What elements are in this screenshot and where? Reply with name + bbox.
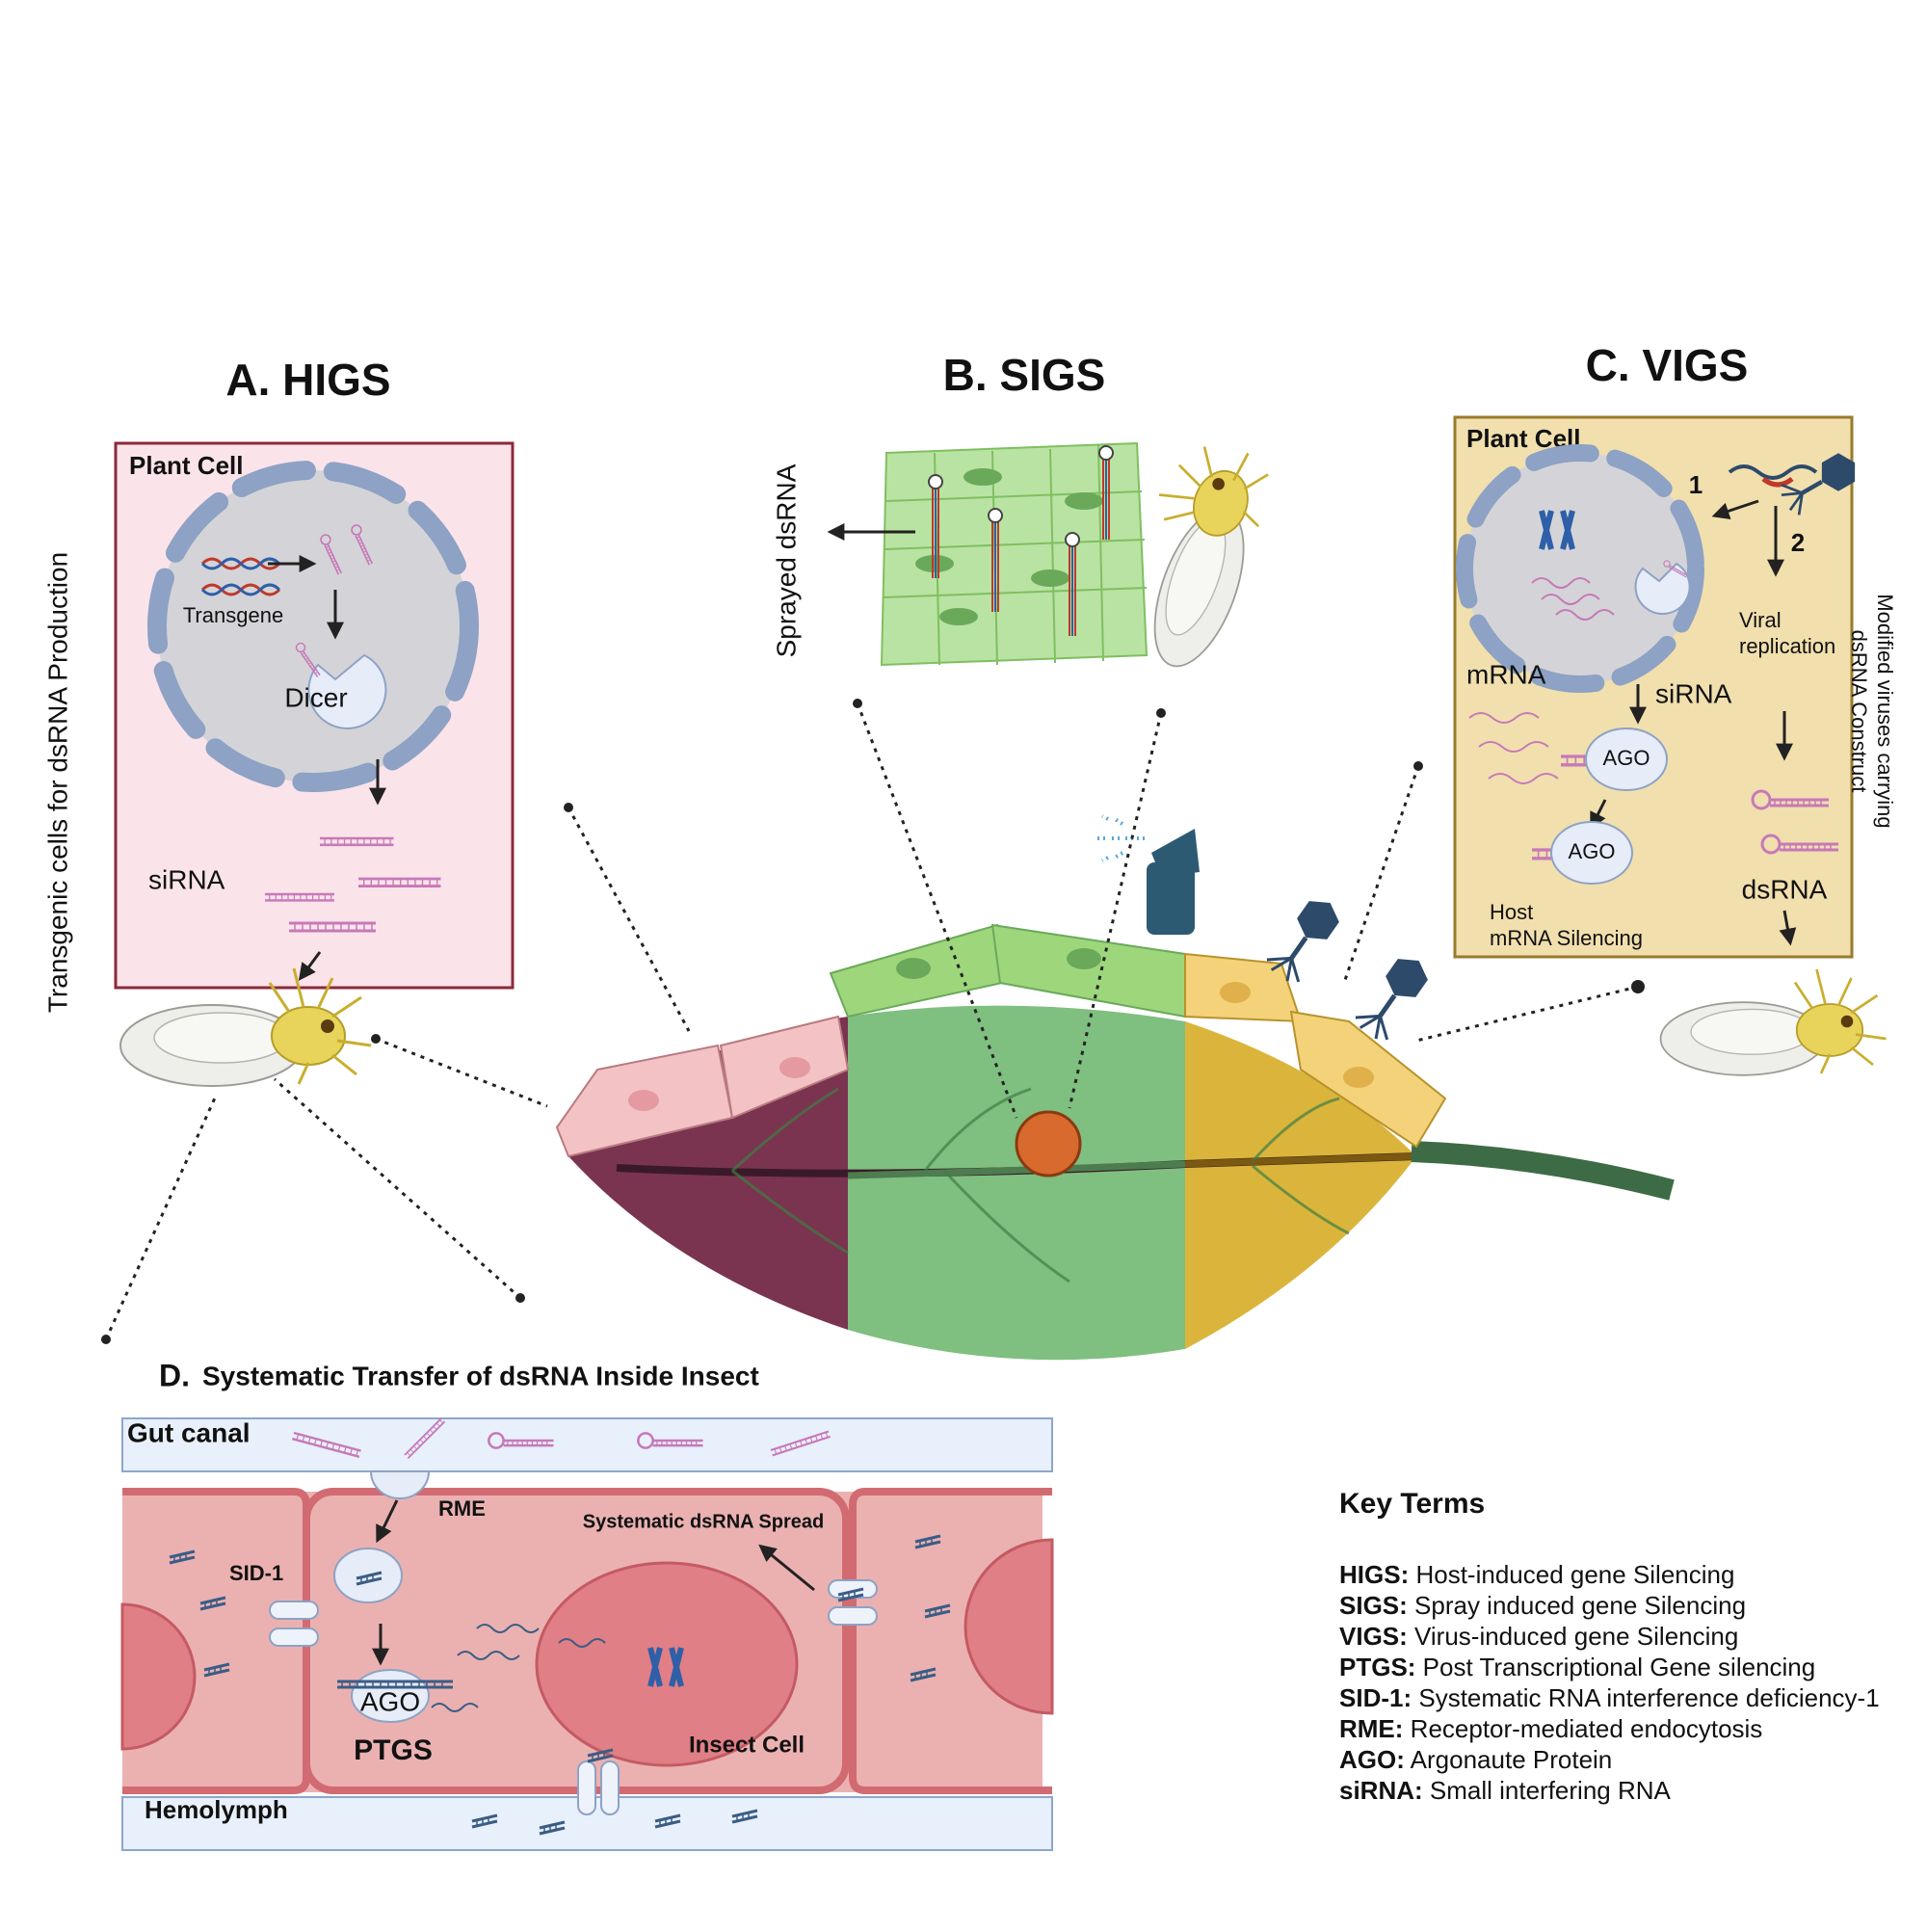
key-term-abbr: PTGS: — [1339, 1653, 1415, 1681]
higs-nucleus — [147, 461, 479, 792]
key-term-abbr: AGO: — [1339, 1745, 1405, 1774]
vigs-host-label-2: mRNA Silencing — [1490, 926, 1643, 950]
key-terms: Key Terms HIGS: Host-induced gene Silenc… — [1339, 1488, 1880, 1805]
vigs-viral-label-2: replication — [1739, 634, 1835, 658]
higs-panel: Plant Cell Transgene Dicer — [114, 441, 515, 990]
sigs-side-label: Sprayed dsRNA — [771, 463, 801, 657]
key-term-item: SIGS: Spray induced gene Silencing — [1339, 1591, 1746, 1620]
vigs-step-2: 2 — [1791, 528, 1805, 557]
dicer-icon — [293, 640, 387, 729]
key-term-item: VIGS: Virus-induced gene Silencing — [1339, 1622, 1738, 1651]
rme-label: RME — [438, 1496, 486, 1521]
key-term-definition: Argonaute Protein — [1405, 1745, 1612, 1774]
key-term-abbr: VIGS: — [1339, 1622, 1408, 1651]
vigs-side-label-2: dsRNA Construct — [1847, 630, 1871, 793]
connector-lines — [101, 699, 1645, 1344]
higs-side-label: Transgenic cells for dsRNA Production — [42, 552, 72, 1013]
sid1-label: SID-1 — [229, 1561, 283, 1585]
transgene-dna-icon — [200, 557, 281, 596]
vigs-viral-rna — [1728, 464, 1818, 488]
vigs-viral-label-1: Viral — [1739, 608, 1782, 632]
key-term-definition: Virus-induced gene Silencing — [1408, 1622, 1739, 1651]
dicer-label: Dicer — [284, 682, 347, 712]
gut-canal-label: Gut canal — [127, 1417, 251, 1447]
hemolymph-label: Hemolymph — [145, 1795, 288, 1824]
key-term-item: RME: Receptor-mediated endocytosis — [1339, 1714, 1762, 1743]
spread-label: Systematic dsRNA Spread — [583, 1511, 824, 1532]
higs-arrow-4 — [298, 951, 322, 981]
key-term-item: SID-1: Systematic RNA interference defic… — [1339, 1683, 1880, 1712]
vigs-ago-label-1: AGO — [1603, 746, 1650, 770]
sid1-channels — [269, 1579, 878, 1815]
key-term-definition: Post Transcriptional Gene silencing — [1415, 1653, 1815, 1681]
higs-title: A. HIGS — [225, 355, 390, 405]
spread-arrow — [758, 1544, 815, 1592]
sigs-title: B. SIGS — [943, 350, 1106, 400]
vigs-nucleus — [1456, 444, 1704, 693]
insect-title-prefix: D. — [159, 1358, 190, 1392]
vigs-arrow-1 — [1711, 499, 1759, 519]
key-term-item: PTGS: Post Transcriptional Gene silencin… — [1339, 1653, 1815, 1681]
key-term-abbr: HIGS: — [1339, 1560, 1409, 1589]
rme-arrow — [376, 1499, 399, 1544]
key-term-item: siRNA: Small interfering RNA — [1339, 1776, 1672, 1805]
key-term-item: HIGS: Host-induced gene Silencing — [1339, 1560, 1734, 1589]
rme-vesicle — [369, 1470, 431, 1499]
vigs-side-label-1: Modified viruses carrying — [1873, 594, 1897, 828]
key-term-item: AGO: Argonaute Protein — [1339, 1745, 1612, 1774]
key-term-abbr: SIGS: — [1339, 1591, 1408, 1620]
vigs-panel: Plant Cell 1 2 Viral replication mRNA — [1453, 415, 1854, 959]
key-term-definition: Receptor-mediated endocytosis — [1403, 1714, 1762, 1743]
vigs-dsrna-label: dsRNA — [1742, 874, 1828, 904]
key-term-definition: Small interfering RNA — [1423, 1776, 1672, 1805]
key-term-definition: Host-induced gene Silencing — [1409, 1560, 1734, 1589]
higs-sirna-label: siRNA — [148, 864, 225, 894]
spray-bottle-icon — [1097, 814, 1200, 935]
key-term-definition: Spray induced gene Silencing — [1408, 1591, 1746, 1620]
transgene-label: Transgene — [183, 603, 283, 627]
key-term-definition: Systematic RNA interference deficiency-1 — [1412, 1683, 1880, 1712]
vigs-mrna-cytoplasm — [1468, 712, 1559, 784]
vigs-ago-1 — [1559, 728, 1668, 791]
key-term-abbr: RME: — [1339, 1714, 1403, 1743]
endosome — [333, 1548, 403, 1603]
vigs-whitefly-icon — [1659, 967, 1887, 1077]
vigs-arrow-6 — [1779, 910, 1797, 946]
key-term-abbr: siRNA: — [1339, 1776, 1423, 1805]
vigs-host-label-1: Host — [1490, 900, 1533, 924]
insect-cell-label: Insect Cell — [689, 1732, 805, 1758]
vigs-step-1: 1 — [1689, 470, 1703, 499]
vigs-ago-label-2: AGO — [1569, 839, 1616, 863]
chromosome-icon — [1539, 510, 1575, 550]
insect-ago-label: AGO — [360, 1686, 420, 1716]
key-terms-heading: Key Terms — [1339, 1488, 1485, 1520]
key-term-abbr: SID-1: — [1339, 1683, 1412, 1712]
ptgs-label: PTGS — [354, 1734, 433, 1766]
insect-title: Systematic Transfer of dsRNA Inside Inse… — [202, 1361, 759, 1390]
vigs-sirna-label: siRNA — [1655, 678, 1732, 708]
insect-chromosome-icon — [647, 1647, 684, 1687]
vigs-mrna-nuclear — [1531, 577, 1615, 621]
sigs-leaf-tissue — [880, 441, 1148, 667]
vigs-dicer-icon — [1634, 559, 1691, 615]
leaf-epidermis-cells — [555, 923, 1447, 1158]
higs-plant-cell-label: Plant Cell — [129, 451, 243, 480]
vigs-mrna-label: mRNA — [1466, 659, 1546, 689]
vigs-ago-2 — [1530, 821, 1633, 885]
leaf-virus-icon-2 — [1352, 950, 1435, 1045]
ptgs-ago-complex — [337, 1624, 606, 1723]
insect-tissue — [120, 1417, 1054, 1851]
vigs-title: C. VIGS — [1586, 340, 1749, 390]
